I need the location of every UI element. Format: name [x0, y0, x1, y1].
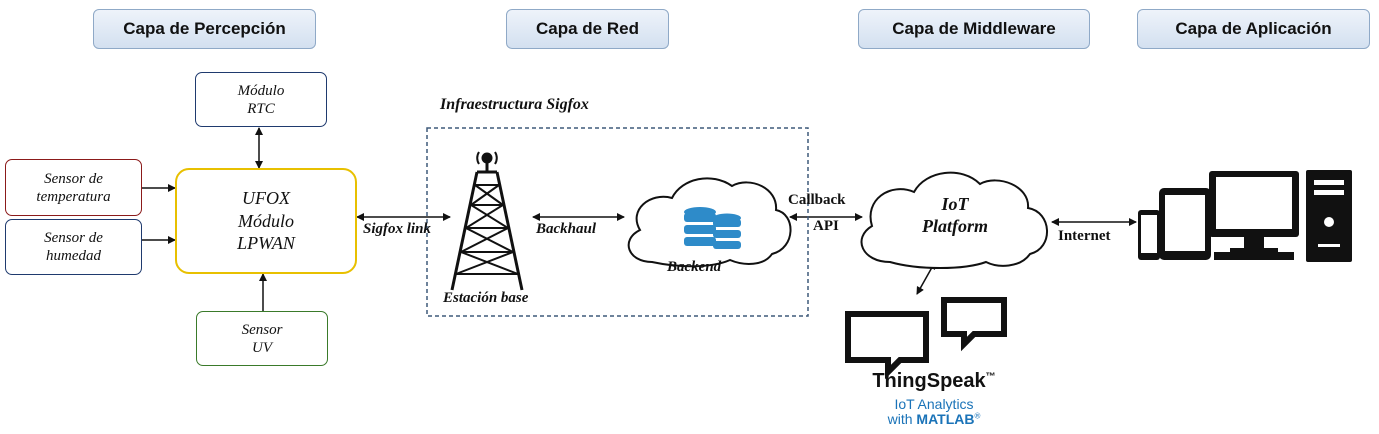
iot-platform-line1: IoT	[941, 194, 969, 214]
thingspeak-tagline-1: IoT Analytics	[894, 396, 974, 412]
humidity-sensor-line1: Sensor de	[44, 230, 103, 246]
layer-middleware-label: Capa de Middleware	[892, 19, 1056, 38]
thingspeak-tagline-prefix: with	[887, 411, 917, 427]
uv-sensor-box: Sensor UV	[196, 311, 328, 366]
sigfox-infrastructure-label: Infraestructura Sigfox	[440, 96, 589, 113]
ufox-line1: UFOX	[242, 188, 290, 209]
callback-label: Callback	[788, 192, 846, 208]
internet-label: Internet	[1058, 228, 1111, 244]
api-label: API	[813, 218, 839, 234]
temperature-sensor-line2: temperatura	[36, 188, 111, 205]
layer-perception: Capa de Percepción	[93, 9, 316, 49]
layer-network-label: Capa de Red	[536, 19, 639, 38]
layer-middleware: Capa de Middleware	[858, 9, 1090, 49]
uv-sensor-line1: Sensor	[241, 321, 283, 338]
thingspeak-name: ThingSpeak™	[844, 370, 1024, 393]
thingspeak-name-text: ThingSpeak	[872, 370, 986, 392]
thingspeak-tagline-2: with MATLAB®	[844, 411, 1024, 427]
thingspeak-matlab: MATLAB	[916, 411, 975, 427]
sigfox-infrastructure-frame	[426, 127, 809, 317]
temperature-sensor-line1: Sensor de	[44, 170, 103, 187]
ufox-line3: LPWAN	[237, 233, 295, 254]
humidity-sensor-box: Sensor de humedad	[5, 219, 142, 275]
rtc-module-line2: RTC	[247, 100, 275, 117]
iot-platform-line2: Platform	[922, 215, 988, 236]
iot-platform-label: IoT Platform	[900, 194, 1010, 237]
ufox-line2: Módulo	[238, 210, 294, 231]
devices-icon	[1138, 170, 1352, 262]
rtc-module-box: Módulo RTC	[195, 72, 327, 127]
thingspeak-logo-icon	[845, 297, 1007, 380]
tower-icon	[450, 151, 524, 291]
layer-network: Capa de Red	[506, 9, 669, 49]
backhaul-label: Backhaul	[536, 221, 597, 237]
uv-sensor-line2: UV	[252, 339, 272, 356]
temperature-sensor-box: Sensor de temperatura	[5, 159, 142, 216]
database-icon	[684, 207, 741, 249]
iot-platform-cloud-icon	[860, 171, 1048, 269]
humidity-sensor-line2: humedad	[46, 248, 101, 264]
layer-application: Capa de Aplicación	[1137, 9, 1370, 49]
thingspeak-reg: ®	[974, 411, 981, 421]
thingspeak-tm: ™	[985, 371, 996, 383]
backend-label: Backend	[667, 259, 722, 275]
layer-application-label: Capa de Aplicación	[1175, 19, 1332, 38]
backend-cloud-icon	[627, 177, 792, 268]
layer-perception-label: Capa de Percepción	[123, 19, 286, 38]
rtc-module-line1: Módulo	[237, 82, 285, 99]
base-station-label: Estación base	[443, 290, 529, 306]
ufox-lpwan-module-box: UFOX Módulo LPWAN	[175, 168, 357, 274]
sigfox-link-label: Sigfox link	[363, 221, 431, 237]
